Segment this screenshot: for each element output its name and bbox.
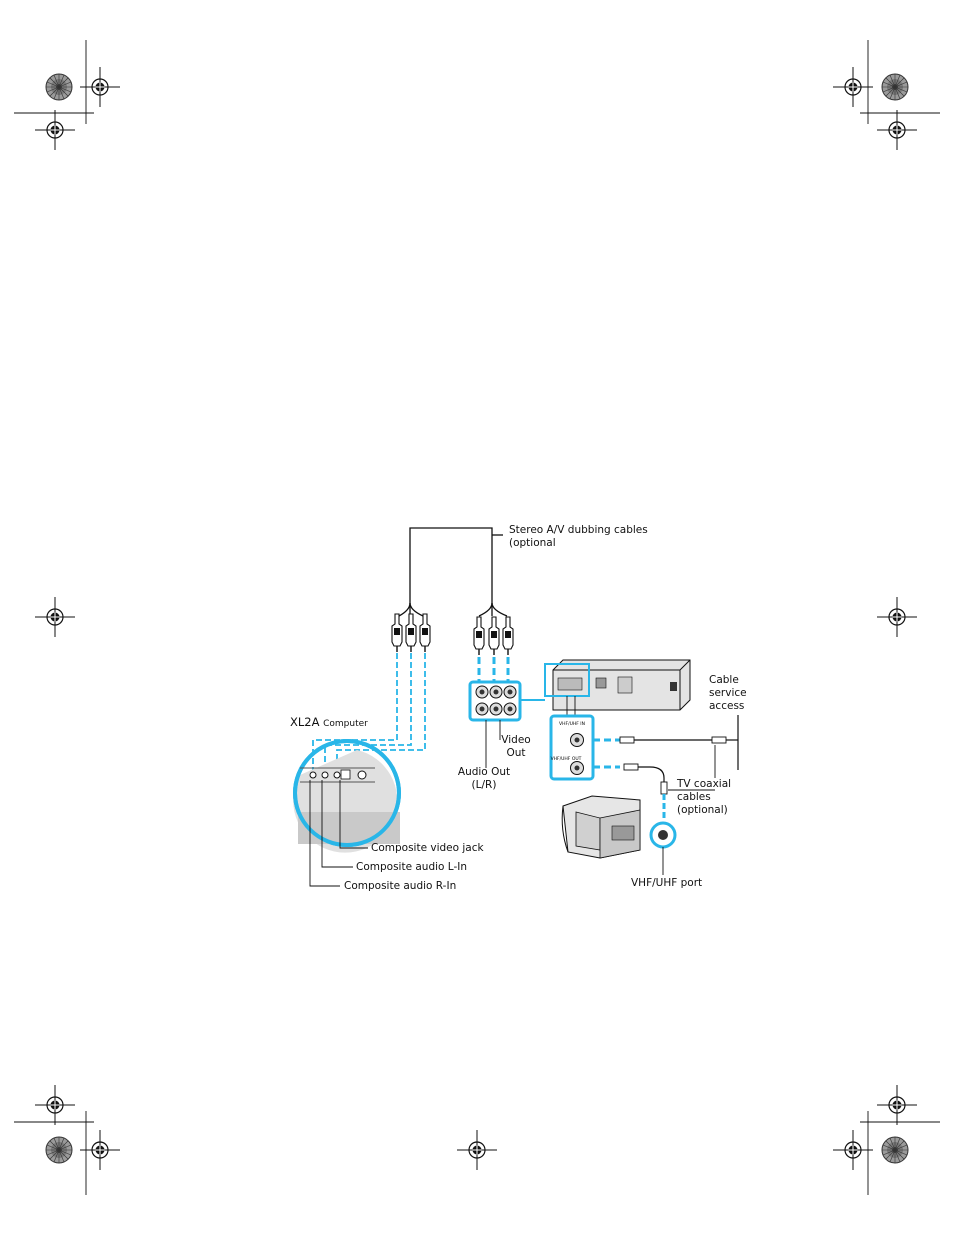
vcr-av-cables — [477, 657, 510, 683]
rca-plug-icon — [405, 613, 417, 653]
rca-plug-icon — [473, 616, 485, 656]
registration-mark-icon — [832, 66, 874, 108]
registration-mark-icon — [34, 1084, 76, 1126]
audio-out-line2: (L/R) — [471, 779, 497, 791]
computer-jack-detail — [293, 739, 401, 887]
color-wheel-icon — [881, 73, 909, 101]
vcr-coax-panel: VHF/UHF IN VHF/UHF OUT — [549, 714, 595, 781]
video-out-line1: Video — [501, 734, 531, 746]
color-wheel-icon — [45, 1136, 73, 1164]
rca-plug-icon — [419, 613, 431, 653]
audio-out-label: Audio Out (L/R) — [453, 766, 515, 792]
video-out-label: Video Out — [497, 734, 535, 760]
computer-av-cables — [312, 653, 426, 772]
product-suffix: Computer — [323, 719, 368, 729]
crop-marks — [14, 40, 940, 1195]
registration-mark-icon — [832, 1129, 874, 1171]
composite-video-label: Composite video jack — [371, 842, 484, 854]
registration-mark-icon — [876, 596, 918, 638]
color-wheel-icon — [45, 73, 73, 101]
color-wheel-icon — [881, 1136, 909, 1164]
tv-coax-label: TV coaxial cables (optional) — [677, 778, 731, 817]
tv-coax-line2: cables — [677, 791, 711, 803]
composite-audio-l-label: Composite audio L-In — [356, 861, 468, 873]
registration-mark-icon — [34, 109, 76, 151]
vhf-uhf-port-label: VHF/UHF port — [631, 877, 703, 889]
audio-out-line1: Audio Out — [457, 766, 511, 778]
product-name: XL2A — [290, 715, 320, 729]
registration-mark-icon — [456, 1129, 498, 1171]
registration-mark-icon — [34, 596, 76, 638]
video-out-line2: Out — [506, 747, 526, 759]
rca-plug-icon — [488, 616, 500, 656]
vcr-in-label: VHF/UHF IN — [559, 721, 585, 727]
registration-mark-icon — [876, 1084, 918, 1126]
cable-service-line2: service — [709, 687, 747, 699]
dubbing-cable — [398, 527, 508, 617]
cable-service-line1: Cable — [709, 674, 739, 686]
tv-coax-line1: TV coaxial — [677, 778, 732, 790]
television-icon — [561, 795, 677, 875]
vcr-icon — [544, 659, 691, 716]
dubbing-line1: Stereo A/V dubbing cables — [509, 524, 648, 536]
vcr-out-label: VHF/UHF OUT — [551, 756, 582, 762]
dubbing-cables-label: Stereo A/V dubbing cables (optional — [509, 524, 648, 550]
tv-coax-line3: (optional) — [677, 804, 728, 816]
rca-plug-icon — [391, 613, 403, 653]
vcr-av-jack-panel — [468, 680, 545, 768]
product-label: XL2A Computer — [290, 716, 368, 731]
cable-service-line3: access — [709, 700, 745, 712]
rca-plug-icon — [502, 616, 514, 656]
dubbing-line2: (optional — [509, 537, 556, 549]
coax-cables — [593, 715, 739, 818]
cable-service-label: Cable service access — [709, 674, 747, 713]
registration-mark-icon — [876, 109, 918, 151]
composite-audio-r-label: Composite audio R-In — [344, 880, 457, 892]
